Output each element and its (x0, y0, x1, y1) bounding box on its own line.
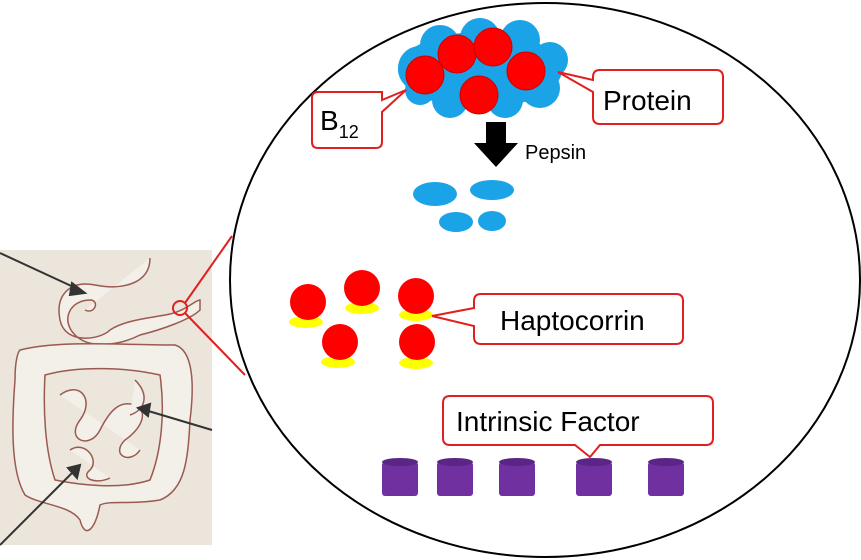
intestine-illustration (0, 250, 213, 546)
b12-molecules (405, 27, 546, 115)
protein-fragments (413, 180, 514, 232)
svg-text:Pepsin: Pepsin (525, 142, 586, 164)
protein-b12-complex (398, 18, 568, 118)
pepsin-arrow: Pepsin (474, 122, 586, 167)
arrow-jejunum (144, 409, 213, 431)
arrow-duodenum (0, 252, 81, 291)
svg-text:Protein: Protein (603, 85, 692, 116)
haptocorrin-callout: Haptocorrin (431, 293, 684, 345)
zoom-callout (172, 235, 246, 376)
protein-callout: Protein (557, 69, 724, 125)
intrinsic-factor-callout: Intrinsic Factor (442, 395, 714, 459)
magnified-view-circle (229, 2, 861, 558)
svg-text:Intrinsic Factor: Intrinsic Factor (456, 406, 640, 437)
b12-callout: B12 (311, 89, 407, 149)
svg-text:Haptocorrin: Haptocorrin (500, 305, 645, 336)
haptocorrin-b12-group (289, 270, 435, 369)
arrow-ileum (0, 469, 76, 546)
intrinsic-factor-molecules (382, 458, 684, 496)
svg-text:B12: B12 (320, 105, 359, 142)
